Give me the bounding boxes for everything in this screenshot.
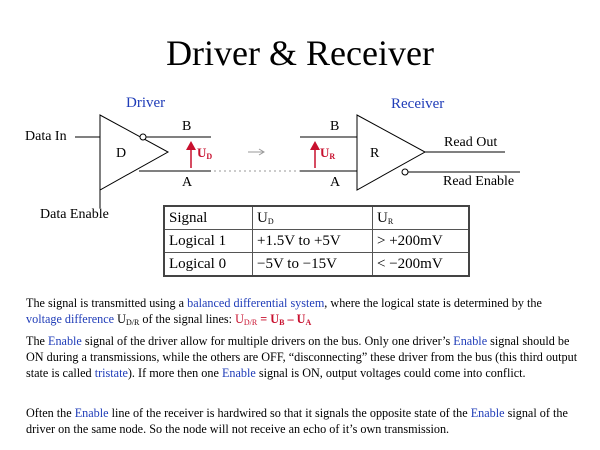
driver-label: Driver bbox=[126, 95, 166, 111]
paragraph-2: The Enable signal of the driver allow fo… bbox=[26, 333, 578, 381]
ur-main: U bbox=[320, 145, 330, 160]
data-enable-label: Data Enable bbox=[40, 207, 109, 222]
table-cell: < −200mV bbox=[372, 252, 470, 277]
table-header-row: Signal UD UR bbox=[163, 205, 470, 230]
receiver-b-label: B bbox=[330, 119, 340, 134]
driver-a-label: A bbox=[182, 175, 193, 190]
ud-sub: D bbox=[206, 152, 213, 161]
table-cell: Logical 1 bbox=[163, 229, 253, 253]
driver-b-label: B bbox=[182, 119, 192, 134]
text: U bbox=[114, 312, 126, 326]
table-row: Logical 1 +1.5V to +5V > +200mV bbox=[163, 229, 470, 253]
header-sub: D bbox=[267, 216, 274, 226]
table-header: UD bbox=[252, 205, 373, 230]
driver-triangle bbox=[99, 114, 170, 191]
ud-arrow-head bbox=[186, 141, 196, 150]
header-u: U bbox=[377, 209, 388, 226]
header-u: U bbox=[257, 209, 268, 226]
header-sub: R bbox=[387, 216, 394, 226]
ur-label: UR bbox=[320, 145, 335, 161]
receiver-enable-bubble bbox=[401, 168, 409, 176]
sub: D/R bbox=[125, 318, 140, 327]
driver-b-bubble bbox=[139, 133, 147, 141]
receiver-a-label: A bbox=[330, 175, 341, 190]
formula-u: U bbox=[235, 312, 244, 326]
ud-main: U bbox=[197, 145, 207, 160]
page-title: Driver & Receiver bbox=[166, 33, 434, 73]
keyword: Enable bbox=[453, 334, 488, 348]
data-in-label: Data In bbox=[25, 129, 67, 144]
text: Often the bbox=[26, 406, 75, 420]
table-row: Logical 0 −5V to −15V < −200mV bbox=[163, 252, 470, 277]
keyword: voltage difference bbox=[26, 312, 115, 326]
text: line of the receiver is hardwired so tha… bbox=[108, 406, 471, 420]
receiver-symbol: R bbox=[370, 146, 380, 161]
text: of the signal lines: bbox=[139, 312, 236, 326]
keyword: Enable bbox=[74, 406, 109, 420]
table-cell: > +200mV bbox=[372, 229, 470, 253]
text: signal of the driver allow for multiple … bbox=[81, 334, 454, 348]
text: ). If more then one bbox=[127, 366, 222, 380]
keyword: Enable bbox=[470, 406, 505, 420]
formula-sub: A bbox=[305, 318, 312, 327]
paragraph-3: Often the Enable line of the receiver is… bbox=[26, 405, 578, 437]
read-enable-label: Read Enable bbox=[443, 174, 515, 189]
keyword: Enable bbox=[48, 334, 82, 348]
keyword: tristate bbox=[94, 366, 128, 380]
table-cell: +1.5V to +5V bbox=[252, 229, 373, 253]
table-header: UR bbox=[372, 205, 470, 230]
table-cell: Logical 0 bbox=[163, 252, 253, 277]
ur-sub: R bbox=[329, 152, 336, 161]
receiver-triangle bbox=[356, 114, 427, 191]
text: , where the logical state is determined … bbox=[324, 296, 542, 310]
keyword: balanced differential system bbox=[187, 296, 325, 310]
driver-symbol: D bbox=[116, 146, 127, 161]
text: signal of the driver on the same node. S… bbox=[26, 406, 568, 436]
text: The signal is transmitted using a bbox=[26, 296, 188, 310]
receiver-label: Receiver bbox=[391, 96, 445, 112]
formula-sub: D/R bbox=[243, 318, 258, 327]
keyword: Enable bbox=[221, 366, 256, 380]
ur-arrow-head bbox=[310, 141, 320, 150]
ud-label: UD bbox=[197, 145, 212, 161]
paragraph-1: The signal is transmitted using a balanc… bbox=[26, 295, 578, 331]
signal-table: Signal UD UR Logical 1 +1.5V to +5V > +2… bbox=[163, 205, 470, 277]
text: The bbox=[26, 334, 48, 348]
table-header: Signal bbox=[163, 205, 253, 230]
formula-u: – U bbox=[284, 312, 306, 326]
text: signal is ON, output voltages could come… bbox=[255, 366, 526, 380]
formula-u: = U bbox=[257, 312, 280, 326]
read-out-label: Read Out bbox=[444, 135, 498, 150]
formula-sub: B bbox=[279, 318, 285, 327]
mid-arrow-head bbox=[258, 148, 265, 156]
text: signal should be ON during a transmissio… bbox=[26, 334, 578, 380]
table-cell: −5V to −15V bbox=[252, 252, 373, 277]
